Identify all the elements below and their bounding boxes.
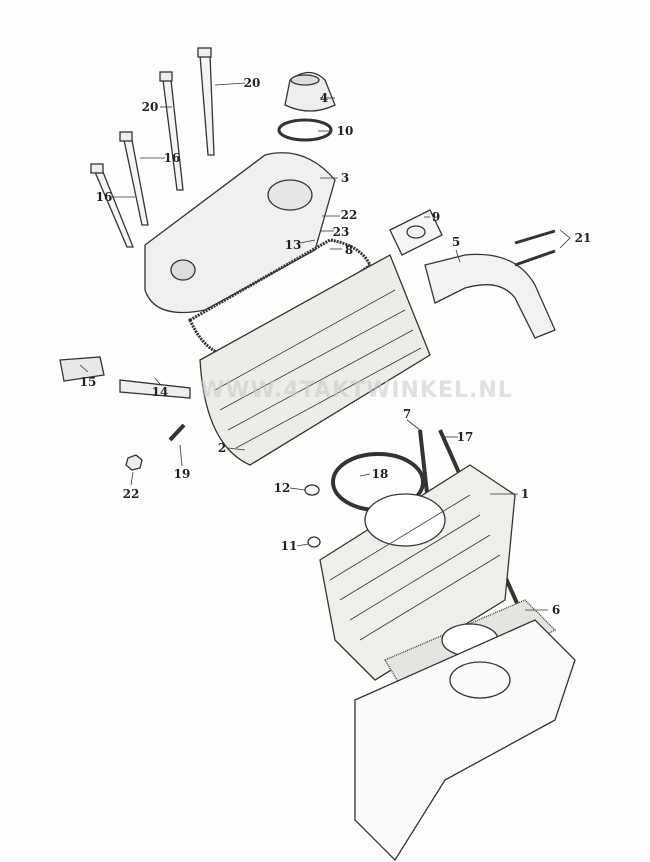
part-label-19: 19 [173, 467, 191, 481]
cylinder-1 [319, 464, 516, 681]
part-label-14: 14 [151, 385, 169, 399]
part-label-18: 18 [371, 467, 389, 481]
part-label-9: 9 [431, 210, 441, 224]
part-label-6: 6 [551, 603, 561, 617]
part-label-22: 22 [122, 487, 140, 501]
part-label-15: 15 [79, 375, 97, 389]
part-label-13: 13 [284, 238, 302, 252]
part-label-22: 22 [340, 208, 358, 222]
intake-pipe-5 [424, 253, 556, 339]
plug-cap-15 [59, 356, 105, 382]
bolt-20-short [159, 71, 184, 191]
watermark: WWW.4TAKTWINKEL.NL [200, 378, 513, 403]
part-label-3: 3 [340, 171, 350, 185]
bolt-16-a [119, 131, 149, 226]
part-label-12: 12 [273, 481, 291, 495]
part-label-5: 5 [451, 235, 461, 249]
bolt-20-long [197, 47, 215, 156]
part-label-7: 7 [402, 407, 412, 421]
stud-19 [168, 423, 186, 442]
part-label-20: 20 [141, 100, 159, 114]
head-cover-3 [144, 152, 336, 314]
part-label-8: 8 [344, 243, 354, 257]
spark-plug-14 [119, 379, 191, 399]
part-label-11: 11 [280, 539, 298, 553]
oil-cap-4 [284, 71, 336, 112]
part-label-23: 23 [332, 225, 350, 239]
part-label-4: 4 [319, 91, 329, 105]
bolts-21 [514, 229, 556, 267]
nut-22 [125, 454, 143, 471]
part-label-21: 21 [574, 231, 592, 245]
part-label-16: 16 [163, 151, 181, 165]
part-label-2: 2 [217, 441, 227, 455]
washer-11 [307, 536, 321, 548]
flange-gasket-9 [389, 209, 443, 256]
crankcase [354, 619, 576, 862]
part-label-16: 16 [95, 190, 113, 204]
part-label-20: 20 [243, 76, 261, 90]
part-label-1: 1 [520, 487, 530, 501]
bolt-16-b [90, 163, 134, 248]
part-label-10: 10 [336, 124, 354, 138]
cylinder-head-2 [199, 254, 431, 466]
part-label-17: 17 [456, 430, 474, 444]
washer-12 [304, 484, 320, 496]
o-ring-10 [277, 118, 333, 142]
